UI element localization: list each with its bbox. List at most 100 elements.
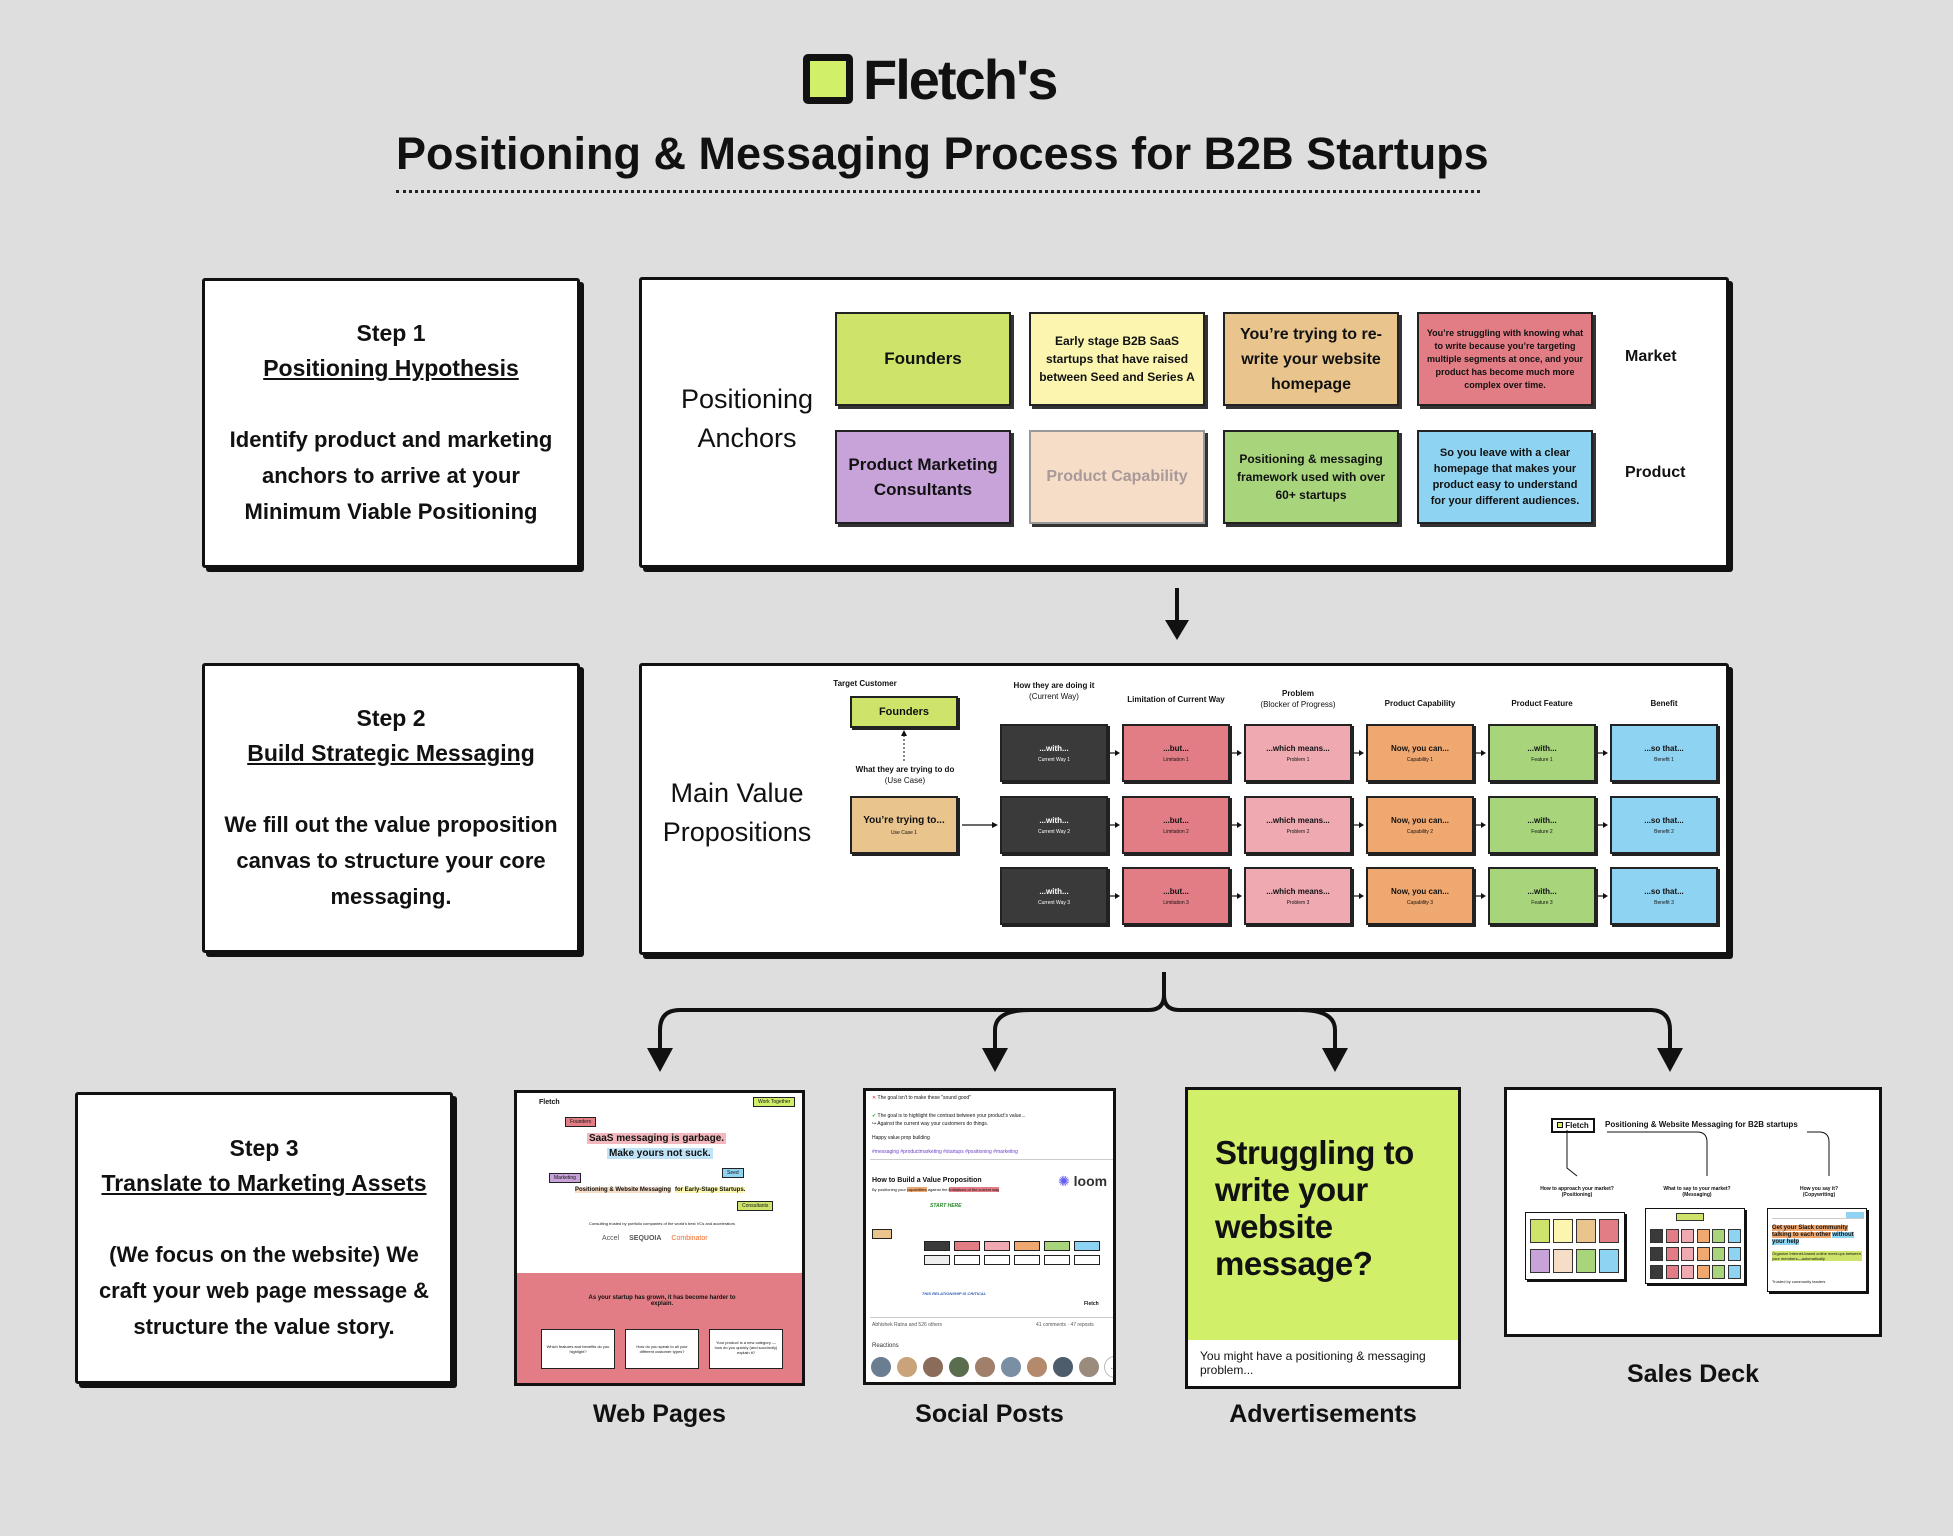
row-label-market: Market bbox=[1625, 348, 1677, 365]
vp-cell-text: Now, you can... bbox=[1391, 743, 1449, 753]
vp-col-header-2: Limitation of Current Way bbox=[1121, 694, 1231, 705]
vp-cell-tiny: Limitation 1 bbox=[1163, 756, 1189, 763]
deck-mini-cell bbox=[1650, 1265, 1663, 1279]
vc-logo-sequoia: SEQUOIA bbox=[629, 1235, 662, 1242]
web-pink-title: As your startup has grown, it has become… bbox=[588, 1295, 736, 1307]
web-logo: Fletch bbox=[539, 1099, 560, 1106]
mini-canvas-cell bbox=[954, 1241, 980, 1251]
web-tag-founders: Founders bbox=[565, 1117, 597, 1127]
positioning-anchors-label: Positioning Anchors bbox=[680, 384, 814, 453]
vp-cell-text: ...so that... bbox=[1644, 886, 1684, 896]
vp-cell-tiny: Limitation 3 bbox=[1163, 899, 1189, 906]
social-line-3: ↪ Against the current way your customers… bbox=[872, 1121, 989, 1127]
vp-col-header-title: Problem bbox=[1281, 689, 1314, 698]
target-customer-text: Founders bbox=[878, 706, 930, 718]
deck-mini-cell bbox=[1696, 1265, 1710, 1279]
cross-icon: ✕ bbox=[872, 1095, 877, 1101]
advertisement-thumbnail[interactable]: Struggling to write your website message… bbox=[1185, 1087, 1461, 1389]
vp-cell-tiny: Feature 2 bbox=[1531, 828, 1553, 835]
vp-arrow-head bbox=[1359, 822, 1364, 828]
more-avatars-icon[interactable]: … bbox=[1104, 1356, 1113, 1378]
social-line-4: Happy value prop building bbox=[872, 1135, 930, 1141]
deck-logo-text: Fletch bbox=[1565, 1121, 1589, 1130]
positioning-anchors-panel: Positioning Anchors Founders Early stage… bbox=[639, 277, 1729, 568]
social-card-sub-hl1: capabilities bbox=[906, 1187, 927, 1192]
deck-mini-cell bbox=[1681, 1247, 1694, 1261]
deck-arrows bbox=[1566, 1130, 1830, 1177]
vp-col-header-title: Limitation of Current Way bbox=[1127, 695, 1225, 704]
web-subline-2: for Early-Stage Startups. bbox=[675, 1187, 746, 1193]
social-card-sub-hl2: limitations of the current way bbox=[948, 1187, 1000, 1192]
deck-mini-cell bbox=[1712, 1265, 1725, 1279]
vp-cell-tiny: Current Way 1 bbox=[1037, 756, 1071, 763]
vp-cell-tiny: Capability 3 bbox=[1406, 899, 1434, 906]
vp-cell-r1-c4: Now, you can... Capability 1 bbox=[1366, 724, 1474, 782]
avatar bbox=[870, 1356, 892, 1378]
vp-arrow-head bbox=[1603, 822, 1608, 828]
deck-mini-cell bbox=[1553, 1219, 1573, 1243]
vp-cell-r1-c3: ...which means...Problem 1 bbox=[1244, 724, 1352, 782]
social-posts-thumbnail[interactable]: ✕ The goal isn't to make these "sound go… bbox=[863, 1088, 1116, 1385]
vp-cell-text: ...which means... bbox=[1266, 815, 1330, 825]
deck-mini-cell bbox=[1665, 1247, 1679, 1261]
use-case-header-sub: (Use Case) bbox=[884, 776, 926, 785]
ad-footer: You might have a positioning & messaging… bbox=[1200, 1349, 1426, 1377]
vp-cell-tiny: Feature 1 bbox=[1531, 756, 1553, 763]
deck-mini-cell bbox=[1665, 1229, 1679, 1243]
vp-col-header-sub: (Blocker of Progress) bbox=[1260, 700, 1336, 709]
vp-col-header-title: Benefit bbox=[1650, 699, 1678, 708]
deck-mini-cell bbox=[1681, 1229, 1694, 1243]
vp-col-header-title: Product Feature bbox=[1511, 699, 1573, 708]
sales-deck-thumbnail[interactable]: Fletch Positioning & Website Messaging f… bbox=[1504, 1087, 1882, 1337]
vp-arrow-head bbox=[1603, 893, 1608, 899]
value-propositions-panel: Main Value Propositions Target Customer … bbox=[639, 663, 1729, 955]
vp-cell-text: ...with... bbox=[1039, 815, 1069, 825]
vp-cell-tiny: Capability 1 bbox=[1406, 756, 1434, 763]
deck-title: Positioning & Website Messaging for B2B … bbox=[1605, 1120, 1798, 1129]
vp-cell-text: ...but... bbox=[1163, 743, 1189, 753]
web-headline-2: Make yours not suck. bbox=[607, 1148, 713, 1159]
fletch-logo: Fletch's bbox=[803, 47, 1058, 111]
vp-cell-r3-c5: ...with...Feature 3 bbox=[1488, 867, 1596, 925]
deck-copy-headline-text: Get your Slack community talking to each… bbox=[1772, 1225, 1848, 1238]
anchor-market-who: Founders bbox=[835, 312, 1011, 406]
check-icon: ✔ bbox=[872, 1113, 877, 1119]
mini-canvas-cell bbox=[1074, 1255, 1100, 1265]
vp-arrow-head bbox=[1603, 750, 1608, 756]
vp-cell-text: ...which means... bbox=[1266, 743, 1330, 753]
vp-col-header-sub: (Current Way) bbox=[1029, 692, 1079, 701]
web-pages-thumbnail[interactable]: Fletch Work Together Founders SaaS messa… bbox=[514, 1090, 805, 1386]
deck-mini-cell bbox=[1530, 1249, 1550, 1273]
mini-canvas-cell bbox=[872, 1229, 892, 1239]
deck-mini-cell bbox=[1712, 1229, 1725, 1243]
logo-text: Fletch's bbox=[863, 47, 1058, 111]
use-case-arrow-head bbox=[992, 822, 998, 828]
vp-cell-text: ...with... bbox=[1527, 815, 1557, 825]
mini-canvas-cell bbox=[924, 1241, 950, 1251]
step-3-name: Translate to Marketing Assets bbox=[101, 1170, 427, 1196]
avatar bbox=[1000, 1356, 1022, 1378]
use-case-header: What they are trying to do (Use Case) bbox=[837, 764, 973, 786]
mini-canvas-cell bbox=[954, 1255, 980, 1265]
target-customer-header: Target Customer bbox=[833, 679, 897, 688]
vp-arrow-head bbox=[1237, 750, 1242, 756]
deck-mini-cell bbox=[1696, 1247, 1710, 1261]
step-2-name: Build Strategic Messaging bbox=[247, 740, 535, 766]
social-card-subtitle: By positioning your capabilities against… bbox=[872, 1187, 1000, 1192]
deck-mini-cell bbox=[1727, 1265, 1741, 1279]
vp-cell-tiny: Benefit 2 bbox=[1654, 828, 1674, 835]
mini-canvas-cell bbox=[924, 1255, 950, 1265]
web-pink-section: As your startup has grown, it has become… bbox=[517, 1273, 802, 1383]
logo-square-icon bbox=[803, 54, 853, 104]
vp-arrow-head bbox=[1481, 750, 1486, 756]
deck-col-3-header: How you say it? (Copywriting) bbox=[1769, 1186, 1869, 1198]
web-tag-seed: Seed bbox=[722, 1168, 744, 1178]
vp-col-header-title: Product Capability bbox=[1384, 699, 1456, 708]
value-prop-arrows bbox=[901, 730, 1608, 899]
deck-messaging-mini bbox=[1645, 1208, 1745, 1284]
step-1-name: Positioning Hypothesis bbox=[263, 355, 519, 381]
vp-col-header-5: Product Feature bbox=[1487, 698, 1597, 709]
step-2-card: Step 2 Build Strategic Messaging We fill… bbox=[202, 663, 580, 953]
step-1-description: Identify product and marketing anchors t… bbox=[229, 427, 553, 524]
relationship-note: THIS RELATIONSHIP IS CRITICAL bbox=[921, 1291, 987, 1296]
